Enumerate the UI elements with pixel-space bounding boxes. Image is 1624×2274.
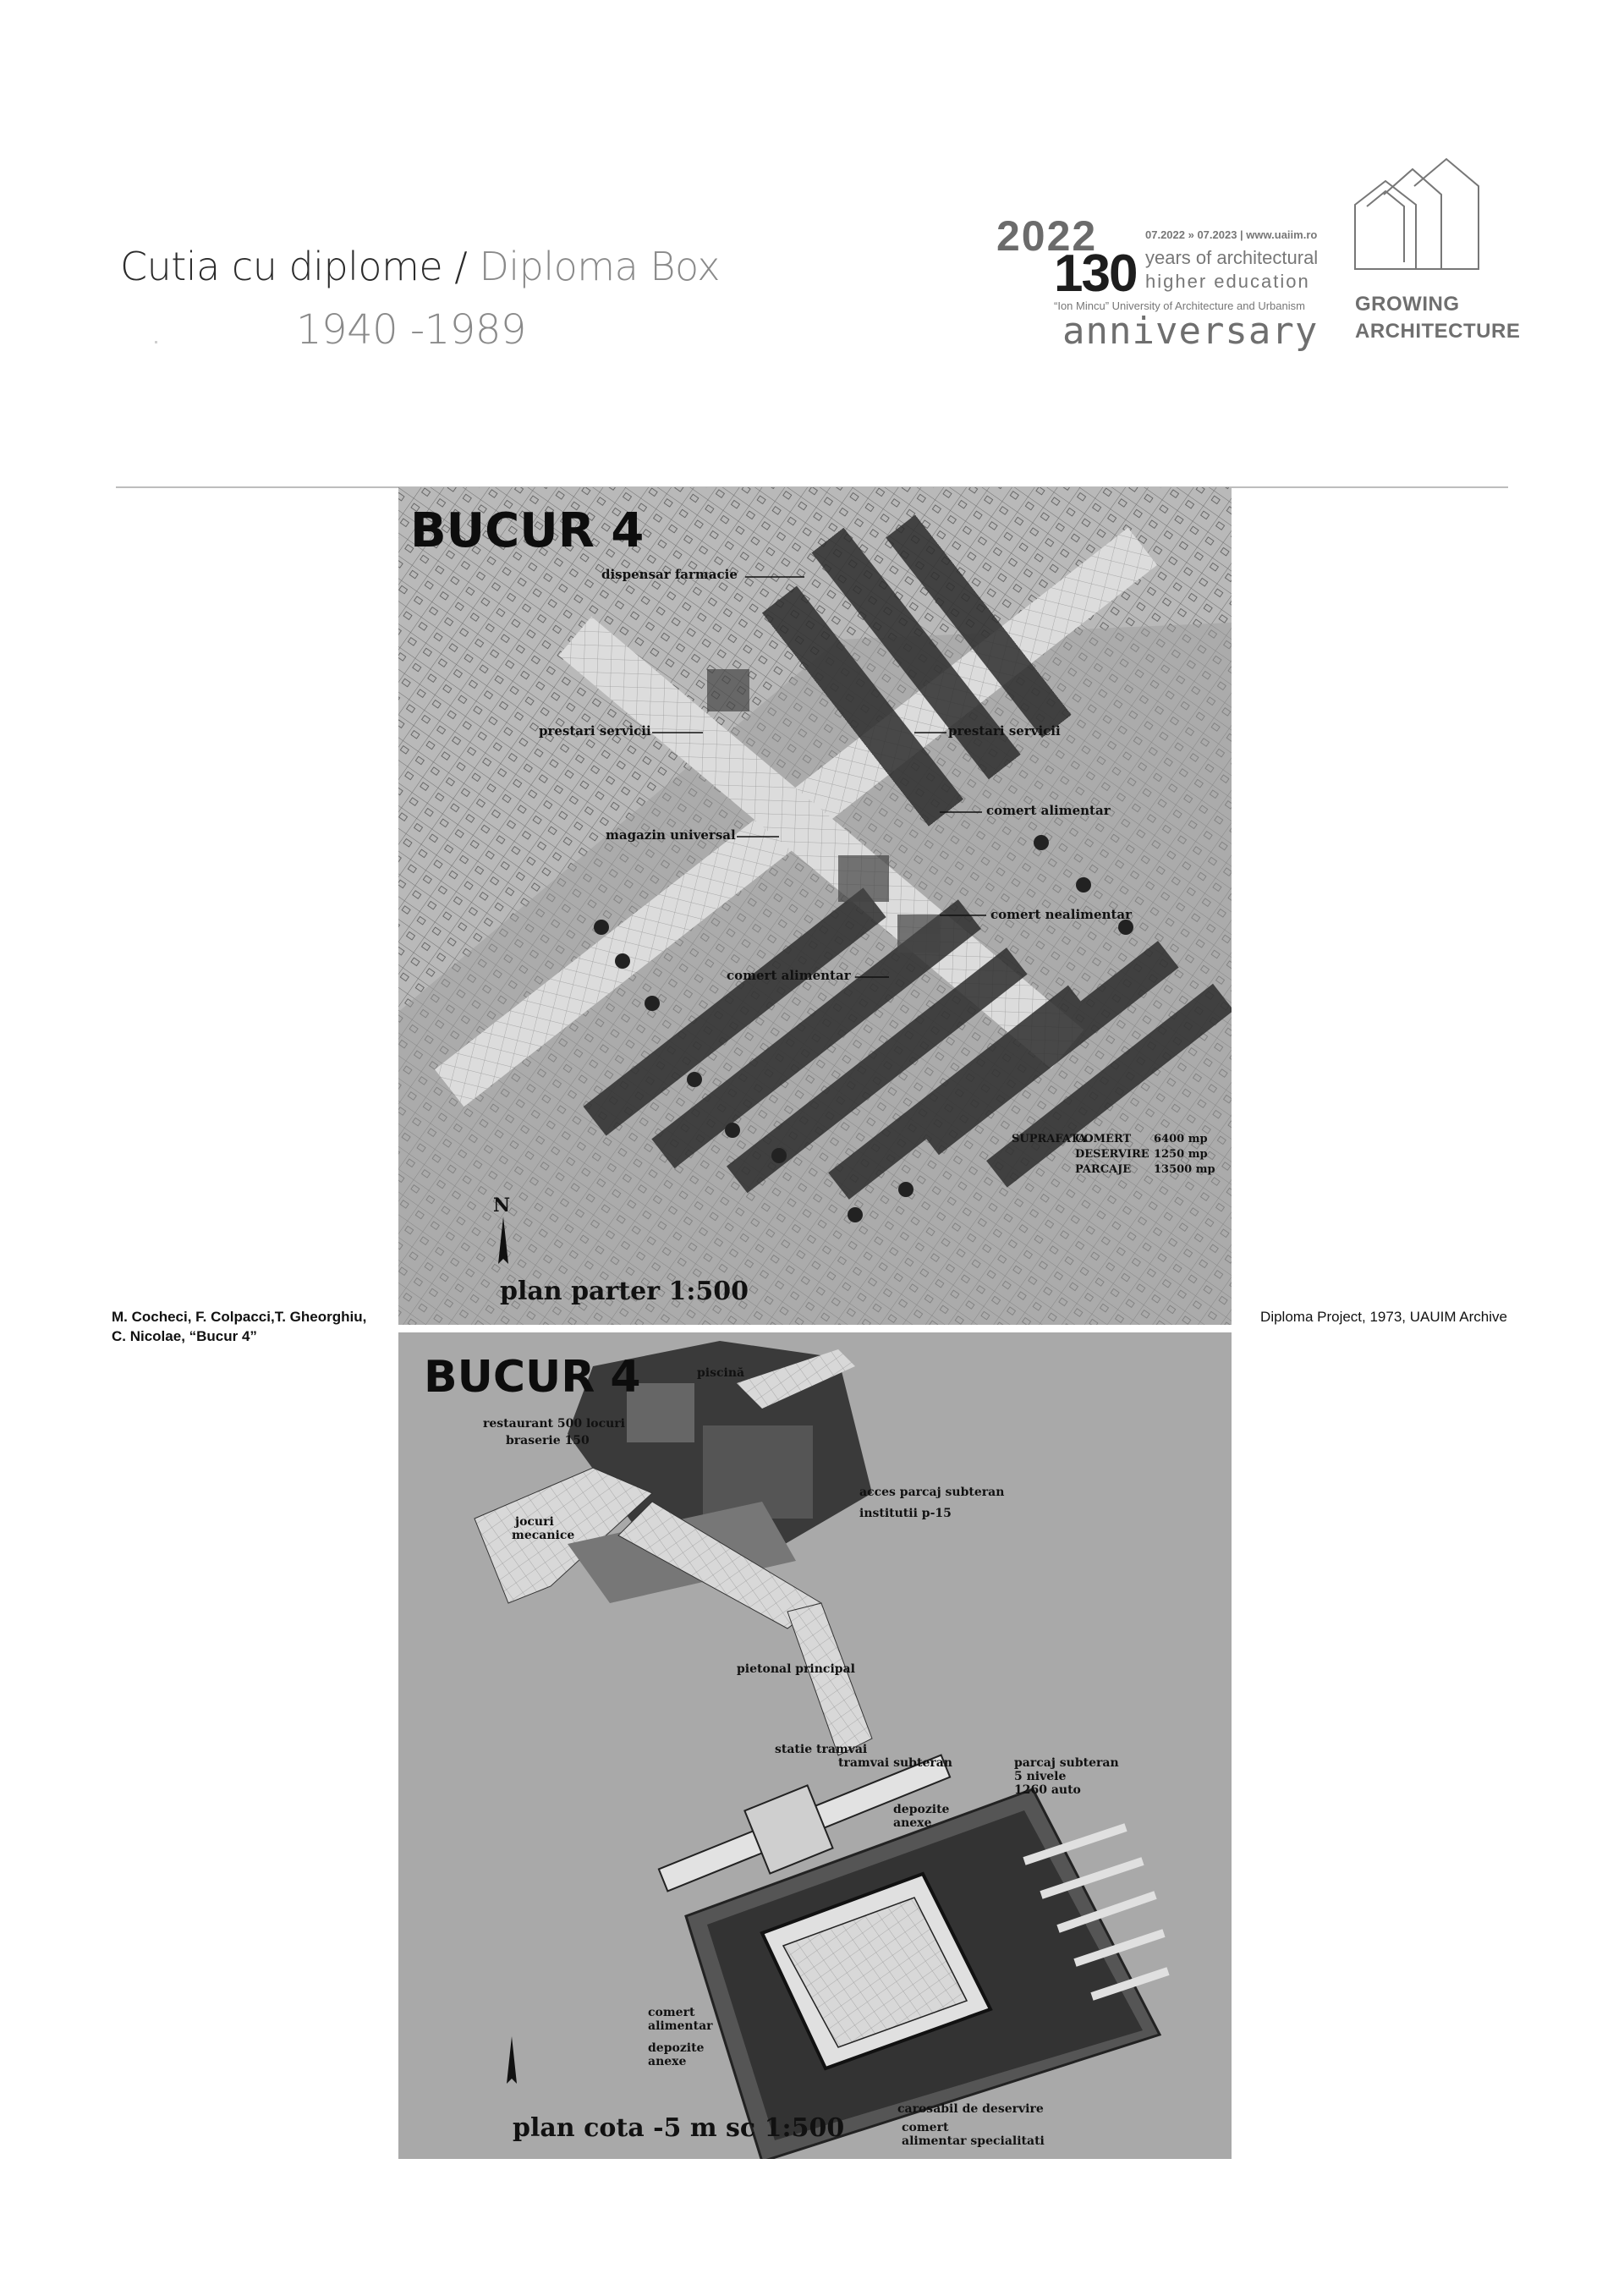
source-caption: Diploma Project, 1973, UAUIM Archive [1260,1309,1507,1325]
label-dispensar: dispensar farmacie [601,567,738,582]
label-statie: statie tramvai [775,1743,867,1756]
basement-building [474,1341,873,1756]
north-arrow-icon: N [493,1195,510,1264]
anniversary-year: 2022 [996,212,1098,260]
plan-ground-floor-image: dispensar farmacie prestari servicii pre… [398,487,1232,1325]
surface-r2-value: 1250 mp [1154,1148,1208,1161]
label-comert-alimentar: comert alimentar [727,968,852,983]
label-tramvai: tramvai subteran [838,1756,952,1770]
underground-parking [684,1788,1170,2159]
anniversary-dates: 07.2022 » 07.2023 | www.uaiim.ro [1145,228,1318,241]
label-parcaj-2: 5 nivele [1014,1770,1066,1783]
label-mecanice: mecanice [512,1529,574,1542]
decorative-dot [155,341,157,343]
anniversary-line1: years of architectural [1145,247,1319,268]
label-depozite-2a: depozite [648,2041,705,2055]
anniversary-number: 130 [1054,244,1138,303]
growing-architecture-logo: GROWING ARCHITECTURE [1352,154,1520,357]
label-prestari-right: prestari servicii [948,723,1061,739]
title-english: Diploma Box [479,244,720,289]
label-comert-a: comert [648,2006,695,2019]
label-piscina: piscină [697,1366,744,1380]
anniversary-word: anniversary [1062,310,1319,353]
plan-top-title: BUCUR 4 [410,503,644,558]
university-name: “Ion Mincu” University of Architecture a… [1054,299,1305,312]
label-braserie: braserie 150 [506,1434,590,1447]
label-comert-1: comert alimentar [986,803,1111,818]
label-depozite-1a: depozite [893,1803,950,1816]
surface-r1-value: 6400 mp [1154,1133,1208,1145]
authors-line1: M. Cocheci, F. Colpacci,T. Gheorghiu, [112,1309,367,1325]
label-depozite-1b: anexe [893,1816,932,1830]
surface-r1-label: COMERT [1075,1133,1132,1145]
label-restaurant: restaurant 500 locuri [483,1417,625,1431]
label-jocuri: jocuri [513,1515,554,1529]
label-magazin: magazin universal [606,827,736,843]
plan-top-scale: plan parter 1:500 [500,1277,749,1306]
plan-bottom-title: BUCUR 4 [424,1352,641,1403]
tram-tunnel [657,1754,952,1892]
plan-basement-image: piscină restaurant 500 locuri braserie 1… [398,1332,1232,2159]
label-parcaj-3: 1260 auto [1014,1783,1081,1797]
north-label: N [493,1195,510,1217]
page-title: Cutia cu diplome / Diploma Box [120,244,720,289]
anniversary-logo: 2022 130 07.2022 » 07.2023 | www.uaiim.r… [996,211,1326,355]
label-acces: acces parcaj subteran [859,1486,1004,1499]
authors-line2: C. Nicolae, “Bucur 4” [112,1328,257,1344]
plan-bottom-scale: plan cota -5 m sc 1:500 [513,2113,844,2143]
growing-line1: GROWING [1355,293,1460,316]
label-carosabil: carosabil de deservire [897,2102,1044,2116]
houses-icon [1354,157,1479,270]
anniversary-line2: higher education [1145,271,1310,292]
surface-heading: SUPRAFATA [1012,1133,1087,1145]
surface-table: SUPRAFATA COMERT 6400 mp DESERVIRE 1250 … [1012,1133,1215,1176]
authors-caption: M. Cocheci, F. Colpacci,T. Gheorghiu, C.… [112,1307,366,1346]
north-arrow-icon [507,2036,517,2084]
surface-r2-label: DESERVIRE [1075,1148,1149,1161]
label-depozite-2b: anexe [648,2055,687,2068]
commercial-axis [558,616,1084,1069]
label-comert-nealimentar: comert nealimentar [990,907,1133,922]
building-blocks [583,514,1232,1200]
growing-line2: ARCHITECTURE [1355,320,1521,343]
label-comert-2a: comert [902,2121,949,2134]
surface-r3-value: 13500 mp [1154,1163,1215,1176]
title-romanian: Cutia cu diplome / [120,244,468,289]
year-range: 1940 -1989 [296,306,526,354]
label-pietonal: pietonal principal [737,1662,855,1676]
surface-r3-label: PARCAJE [1075,1163,1131,1176]
label-parcaj-1: parcaj subteran [1014,1756,1119,1770]
label-comert-b: alimentar [648,2019,713,2033]
label-comert-2b: alimentar specialitati [902,2134,1045,2148]
label-institutii: institutii p-15 [859,1507,952,1520]
label-prestari-left: prestari servicii [539,723,651,739]
